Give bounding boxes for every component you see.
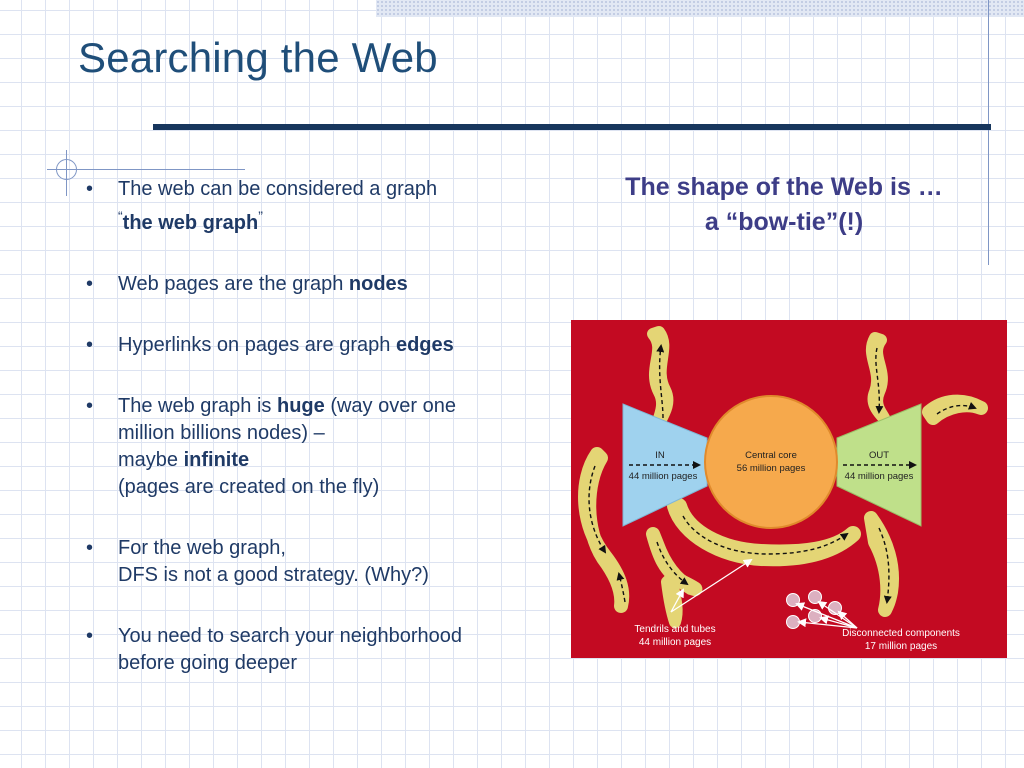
tendril-top-right [865, 332, 891, 426]
tendril-bottom-left [661, 572, 683, 628]
bullet-emphasis: the web graph [122, 212, 259, 234]
bullet-text-line3: maybe [118, 449, 184, 471]
tendril-right-curl [922, 394, 988, 425]
open-quote: “ [118, 208, 123, 224]
flow-arrow [656, 344, 665, 419]
title-underline [153, 124, 991, 130]
bullet-marker: • [86, 625, 94, 647]
flow-arrow [936, 402, 977, 415]
bullet-marker: • [86, 334, 94, 356]
tendril-flow-arrows [588, 344, 977, 604]
bullet-marker: • [86, 537, 94, 559]
bullet-item-nodes: • Web pages are the graph nodes [86, 271, 546, 298]
bullet-text-line2: before going deeper [118, 652, 298, 674]
flow-arrow [588, 465, 607, 554]
bullet-text-line2: million billions nodes) – [118, 422, 325, 444]
tendril-shapes [578, 326, 988, 628]
core-label: Central core [745, 450, 797, 461]
disconnected-pointer [837, 610, 858, 629]
bullet-text: You need to search your neighborhood [118, 625, 462, 647]
tendrils-pointer [670, 558, 753, 613]
bullet-emphasis: nodes [348, 273, 408, 295]
disconnected-count: 17 million pages [865, 641, 937, 652]
bullet-emphasis: huge [276, 395, 325, 417]
bullet-emphasis-infinite: infinite [183, 449, 250, 471]
tendril-left-outer [578, 447, 630, 613]
bullet-emphasis: edges [395, 334, 454, 356]
bullet-item-dfs: • For the web graph, DFS is not a good s… [86, 535, 546, 589]
bullet-text: Hyperlinks on pages are graph [118, 334, 396, 356]
crosshair-circle [56, 159, 77, 180]
flow-arrow [878, 527, 892, 604]
flow-arrow [682, 515, 849, 555]
crosshair-horizontal-line [47, 169, 245, 170]
disconnected-components [786, 590, 842, 629]
tendrils-label: Tendrils and tubes [634, 624, 715, 635]
flow-arrow [616, 572, 626, 603]
bullet-item-edges: • Hyperlinks on pages are graph edges [86, 332, 546, 359]
bullet-item-neighborhood: • You need to search your neighborhood b… [86, 623, 546, 677]
bullet-text: The web graph is [118, 395, 277, 417]
flow-arrow [875, 347, 884, 414]
caption-line2-pre: a [704, 208, 726, 236]
out-count: 44 million pages [845, 471, 914, 482]
slide-title: Searching the Web [78, 34, 438, 81]
bullet-text: The web can be considered a graph [118, 178, 438, 200]
tendril-right-lower [864, 511, 899, 617]
bow-tie-diagram: IN 44 million pages Central core 56 mill… [571, 320, 1007, 658]
bullet-text: Web pages are the graph [118, 273, 349, 295]
bullet-marker: • [86, 178, 94, 200]
in-count: 44 million pages [629, 471, 698, 482]
disconnected-label: Disconnected components [842, 628, 960, 639]
caption-close-quote: ” [825, 208, 839, 236]
bullet-list: • The web can be considered a graph “the… [86, 176, 546, 677]
caption-line2-post: (!) [838, 208, 864, 236]
bullet-text-line4: (pages are created on the fly) [118, 476, 380, 498]
bow-tie-svg: IN 44 million pages Central core 56 mill… [578, 326, 988, 652]
disconnected-node [786, 615, 800, 629]
central-core [704, 395, 838, 529]
header-pattern-band [376, 0, 1024, 17]
caption-open-quote: “ [725, 208, 739, 236]
bullet-item-web-graph: • The web can be considered a graph “the… [86, 176, 546, 237]
bullet-marker: • [86, 273, 94, 295]
tendril-left-inner [646, 527, 703, 597]
bullet-item-huge: • The web graph is huge (way over one mi… [86, 393, 546, 501]
disconnected-pointer [797, 618, 858, 629]
bullet-marker: • [86, 395, 94, 417]
bow-tie-caption: The shape of the Web is … a “bow-tie”(!) [580, 170, 988, 240]
decorative-vertical-line [988, 0, 989, 265]
bullet-text-line2: DFS is not a good strategy. (Why?) [118, 564, 429, 586]
close-quote: ” [258, 208, 263, 224]
disconnected-node [808, 590, 822, 604]
tendrils-count: 44 million pages [639, 637, 711, 648]
in-label: IN [655, 450, 665, 461]
disconnected-pointer [819, 615, 858, 629]
caption-bow-tie: bow-tie [738, 208, 826, 236]
core-count: 56 million pages [737, 463, 806, 474]
bullet-text: For the web graph, [118, 537, 286, 559]
tube-bottom [667, 498, 861, 567]
caption-line1: The shape of the Web is … [625, 173, 943, 201]
out-label: OUT [869, 450, 889, 461]
tendrils-pointer [670, 588, 684, 613]
bullet-text-cont: (way over one [324, 395, 456, 417]
